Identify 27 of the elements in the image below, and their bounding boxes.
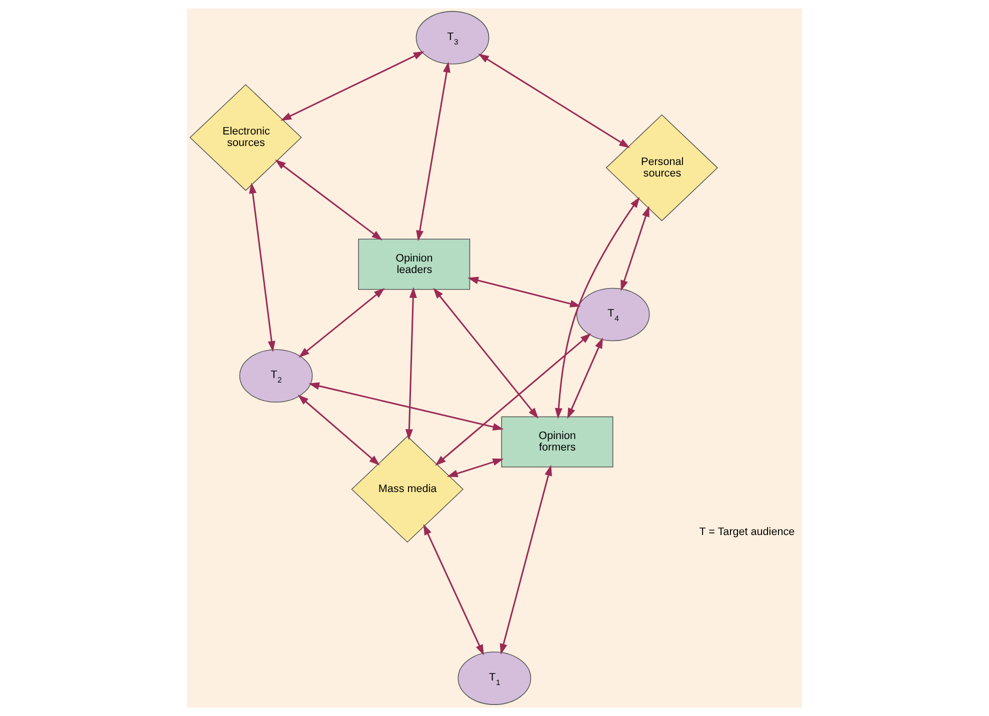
arrow [423, 524, 484, 656]
arrow [274, 160, 382, 240]
arrow [468, 276, 581, 308]
arrow [567, 338, 603, 419]
arrow [416, 62, 450, 242]
arrow [308, 382, 504, 431]
arrow [433, 288, 538, 419]
node-ellipse: T$_{4}$ [576, 288, 650, 342]
node-diamond: Mass media [351, 436, 464, 543]
arrow [478, 54, 630, 148]
arrow [405, 287, 417, 440]
arrow [446, 458, 504, 478]
node-ellipse: T$_{2}$ [239, 349, 313, 403]
arrow [298, 394, 380, 466]
arrow [554, 196, 640, 419]
arrow [280, 51, 424, 121]
arrow [249, 182, 276, 352]
arrow [435, 333, 592, 466]
label: T = Target audience [699, 526, 795, 538]
node-ellipse: T$_{1}$ [458, 652, 532, 705]
node-box: Opinion leaders [358, 238, 470, 290]
arrow [500, 464, 552, 655]
node-diamond: Electronic sources [190, 84, 302, 191]
arrow [298, 288, 385, 358]
arrow [620, 206, 650, 292]
node-box: Opinion formers [501, 416, 614, 468]
node-diamond: Personal sources [606, 114, 718, 222]
